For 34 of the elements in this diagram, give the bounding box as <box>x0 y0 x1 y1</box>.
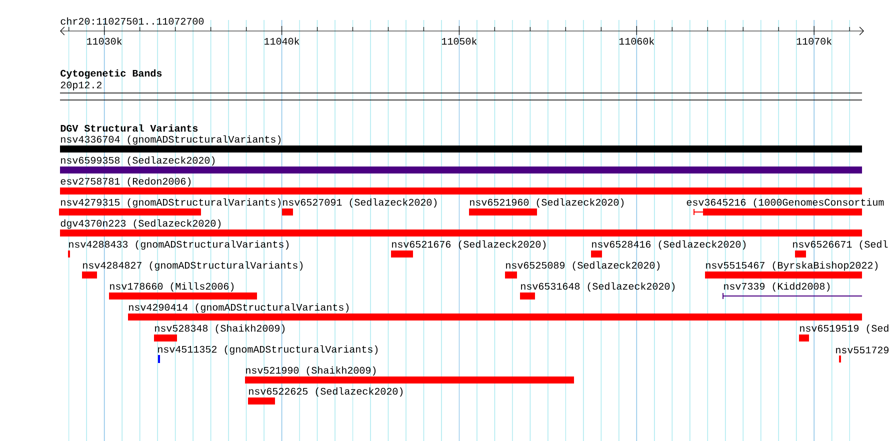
variant-label: nsv4284827 (gnomADStructuralVariants) <box>83 261 303 271</box>
variant-label: nsv178660 (Mills2006) <box>110 282 234 292</box>
variant-label: nsv6528416 (Sedlazeck2020) <box>592 240 746 250</box>
track-heading: DGV Structural Variants <box>60 124 198 132</box>
variant-label: nsv6527091 (Sedlazeck2020) <box>283 198 437 208</box>
variant-label: dgv4370n223 (Sedlazeck2020) <box>60 219 221 229</box>
variant-label: nsv528348 (Shaikh2009) <box>155 324 285 334</box>
variant-label: nsv5515467 (ByrskaBishop2022) <box>706 261 878 271</box>
variant-label: nsv6599358 (Sedlazeck2020) <box>61 156 215 166</box>
variant-label: nsv521990 (Shaikh2009) <box>246 366 376 376</box>
tick-label: 11050k <box>442 37 477 45</box>
tick-label: 11070k <box>796 37 832 45</box>
tick-label: 11060k <box>619 37 654 45</box>
variant-label: nsv6519519 (Sed <box>800 324 888 334</box>
variant-label: nsv6522625 (Sedlazeck2020) <box>249 387 403 397</box>
tick-label: 11030k <box>87 37 122 45</box>
tick-label: 11040k <box>264 37 300 45</box>
position-label: chr20:11027501..11072700 <box>60 17 204 25</box>
variant-label: nsv551729 <box>836 346 889 354</box>
variant-label: nsv4511352 (gnomADStructuralVariants) <box>158 345 378 355</box>
band-label: 20p12.2 <box>60 82 102 90</box>
variant-label: nsv6525089 (Sedlazeck2020) <box>506 261 660 271</box>
variant-label: nsv6531648 (Sedlazeck2020) <box>521 282 675 292</box>
variant-label: nsv4290414 (gnomADStructuralVariants) <box>129 303 349 313</box>
variant-label: nsv7339 (Kidd2008) <box>724 282 830 292</box>
variant-label: esv3645216 (1000GenomesConsortium <box>686 198 884 208</box>
variant-label: nsv6526671 (Sedl <box>793 240 888 250</box>
variant-label: nsv6521676 (Sedlazeck2020) <box>392 240 546 250</box>
variant-label: nsv4336704 (gnomADStructuralVariants) <box>61 135 281 145</box>
variant-label: esv2758781 (Redon2006) <box>60 177 191 187</box>
variant-label: nsv4288433 (gnomADStructuralVariants) <box>69 240 289 250</box>
variant-label: nsv6521960 (Sedlazeck2020) <box>470 198 624 208</box>
variant-label: nsv4279315 (gnomADStructuralVariants) <box>61 198 281 208</box>
track-heading: Cytogenetic Bands <box>60 69 162 79</box>
